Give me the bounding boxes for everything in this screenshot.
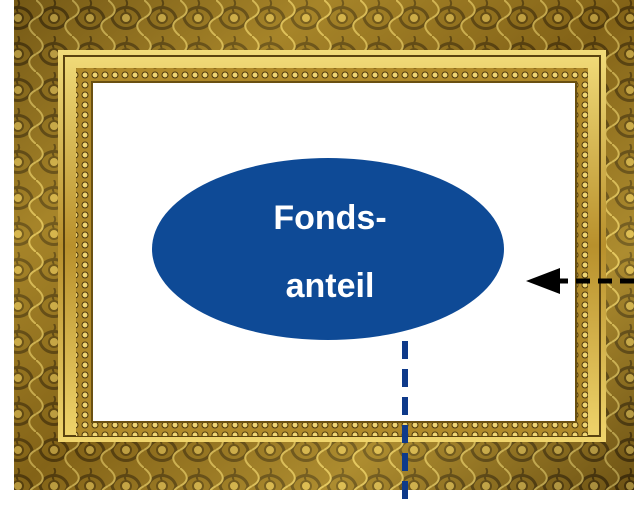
ellipse-label-line1: Fonds- (273, 199, 387, 237)
dashed-arrow-left-icon (526, 268, 634, 294)
ellipse-label-line2: anteil (285, 267, 375, 305)
fondsanteil-ellipse (152, 158, 504, 340)
